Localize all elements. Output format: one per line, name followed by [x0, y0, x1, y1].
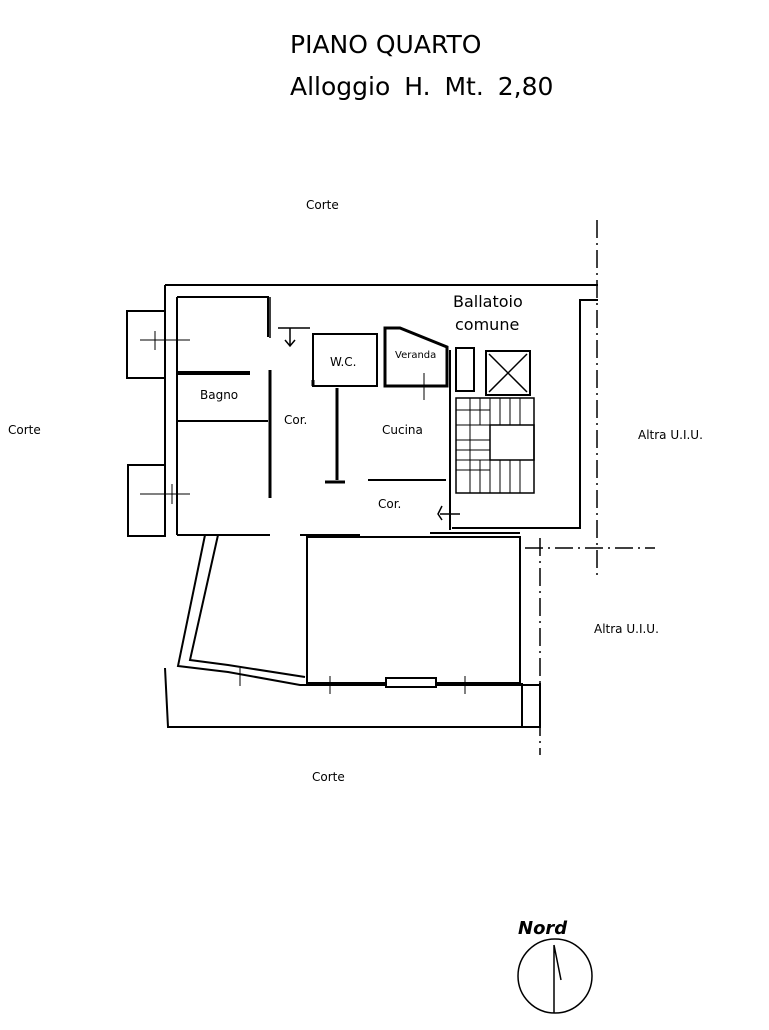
north-compass-icon: [517, 938, 593, 1014]
compass-label: Nord: [518, 918, 568, 939]
label-altra-uiu-lower: Altra U.I.U.: [594, 622, 659, 636]
balcony-upper: [126, 310, 166, 379]
plan-subtitle: Alloggio H. Mt. 2,80: [290, 72, 554, 101]
label-corridor-1: Cor.: [284, 413, 308, 427]
label-corte-top: Corte: [306, 198, 339, 212]
bottom-strip: [164, 667, 541, 728]
label-altra-uiu-upper: Altra U.I.U.: [638, 428, 703, 442]
plan-title: PIANO QUARTO: [290, 30, 482, 59]
label-ballatoio-comune: comune: [455, 315, 520, 334]
label-wc: W.C.: [330, 355, 357, 369]
veranda-room: [383, 326, 449, 388]
label-corridor-2: Cor.: [378, 497, 402, 511]
label-bagno: Bagno: [200, 388, 239, 402]
lift-shaft: [485, 350, 531, 396]
outer-wall: [164, 284, 598, 535]
living-room: [306, 536, 521, 684]
label-cucina: Cucina: [382, 423, 423, 437]
stairwell: [455, 397, 535, 494]
label-corte-left: Corte: [8, 423, 41, 437]
label-ballatoio: Ballatoio: [453, 292, 523, 311]
label-veranda: Veranda: [395, 350, 437, 361]
label-corte-bottom: Corte: [312, 770, 345, 784]
wc-room: [312, 333, 378, 387]
balcony-lower: [127, 464, 166, 537]
